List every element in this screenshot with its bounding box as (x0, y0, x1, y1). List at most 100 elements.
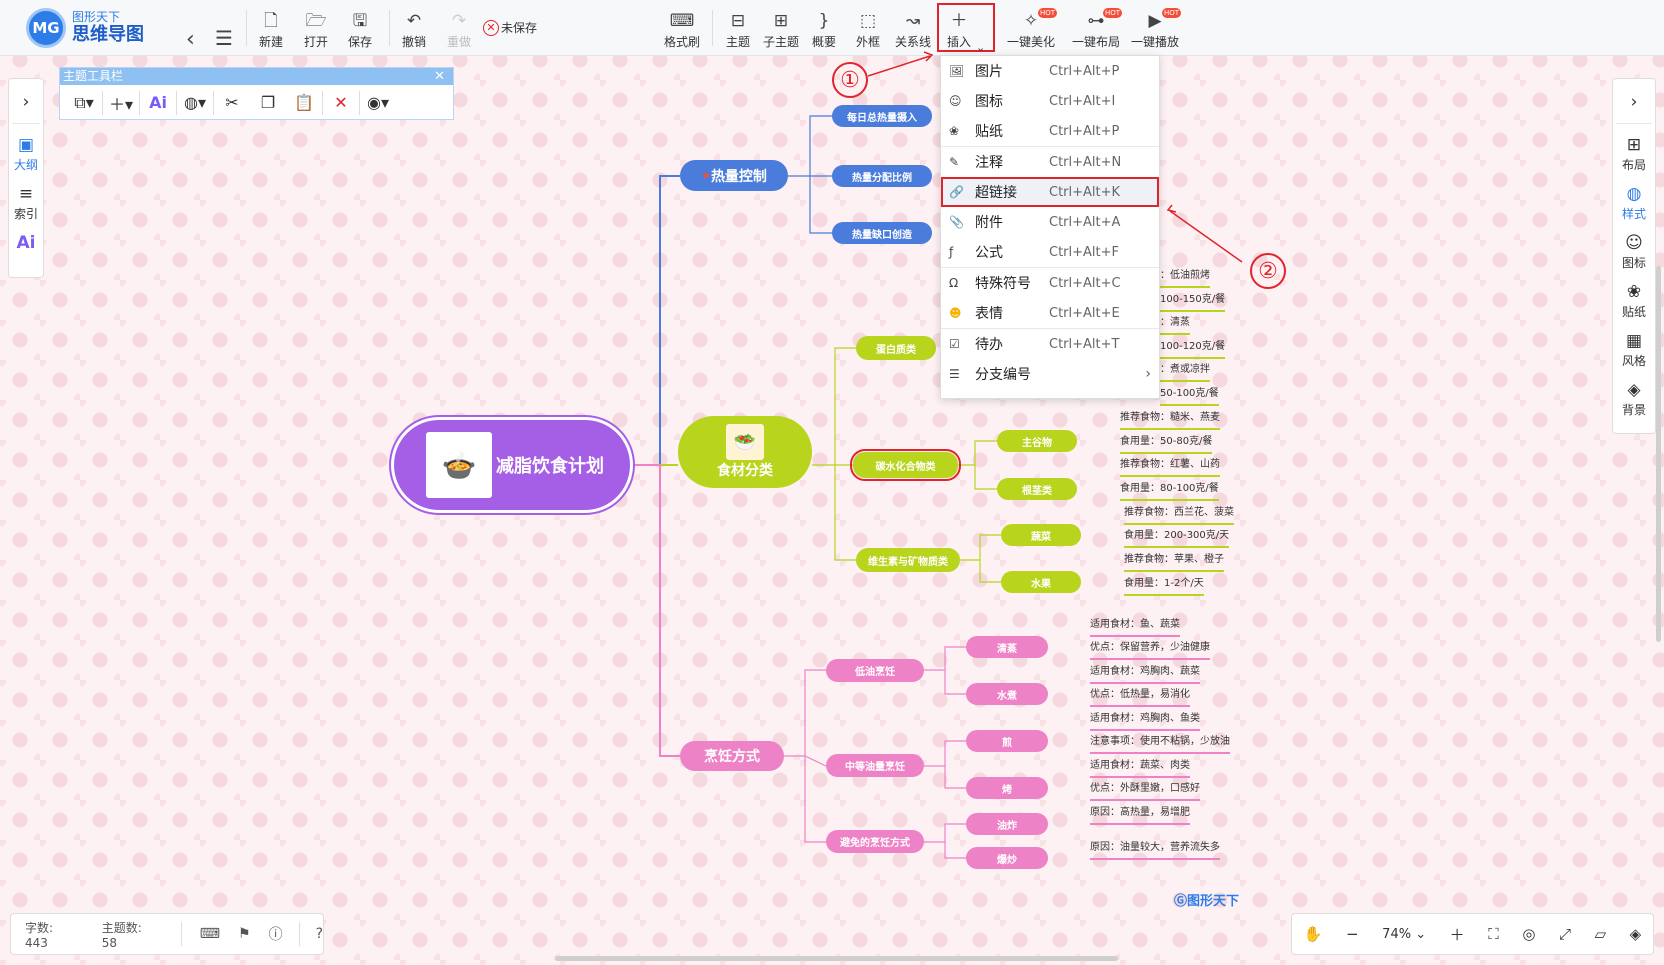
eye-icon[interactable]: ◉▾ (367, 93, 389, 112)
palette-tool-icon[interactable]: ◍▾ (184, 93, 206, 112)
topic-food-categories[interactable]: 🥗 食材分类 (678, 416, 812, 488)
redo-button[interactable]: ↷重做 (447, 11, 472, 49)
relation-button[interactable]: ↝关系线 (895, 11, 932, 49)
ai-tool-icon[interactable]: Ai (149, 93, 167, 112)
item-steam[interactable]: 清蒸 (966, 636, 1048, 658)
link-icon: 🔗 (949, 185, 964, 199)
sidebar-item-theme[interactable]: ▦风格 (1621, 331, 1646, 368)
sidebar-item-layout[interactable]: ⊞布局 (1621, 135, 1646, 172)
undo-button[interactable]: ↶撤销 (402, 11, 427, 49)
subtopic-calorie-1[interactable]: 热量分配比例 (832, 165, 932, 187)
layers-icon[interactable]: ◈ (1629, 925, 1642, 943)
delete-icon[interactable]: ✕ (334, 93, 348, 112)
item-bake[interactable]: 烤 (966, 777, 1048, 799)
star-icon: ★ (701, 169, 711, 182)
summary-button[interactable]: }概要 (812, 11, 837, 49)
subtopic-avoid[interactable]: 避免的烹饪方式 (826, 830, 924, 853)
item-staple-grain[interactable]: 主谷物 (997, 430, 1077, 452)
subtopic-carbs[interactable]: 碳水化合物类 (850, 449, 961, 481)
expand-left-icon[interactable]: › (22, 92, 30, 112)
back-icon[interactable]: ‹ (186, 27, 195, 52)
target-icon[interactable]: ◎ (1522, 925, 1536, 943)
item-stir-fry[interactable]: 爆炒 (966, 847, 1048, 869)
logo-small-text: 图形天下 (72, 9, 121, 24)
sidebar-item-ai[interactable]: Ai (9, 232, 43, 254)
info-icon[interactable]: ⓘ (268, 927, 283, 943)
close-circle-icon: ✕ (483, 19, 499, 36)
menu-icon[interactable]: ☰ (215, 26, 233, 50)
sidebar-item-sticker[interactable]: ❀贴纸 (1621, 282, 1646, 319)
item-tuber[interactable]: 根茎类 (997, 478, 1077, 500)
leaf-food: 50-100克/餐 (1160, 386, 1219, 406)
collapse-right-icon[interactable]: › (1630, 92, 1638, 112)
zoom-level[interactable]: 74% ⌄ (1382, 926, 1427, 942)
watermark-logo-icon: Ⓖ (1174, 894, 1188, 909)
play-icon: ▶ (1148, 11, 1162, 31)
topic-cooking[interactable]: 烹饪方式 (680, 741, 784, 771)
zoom-in-icon[interactable]: ＋ (1449, 925, 1465, 944)
copy-icon[interactable]: ❐ (260, 93, 276, 112)
item-pan-fry[interactable]: 煎 (966, 730, 1048, 752)
root-topic[interactable]: 🍲 减脂饮食计划 (391, 417, 633, 513)
subtopic-calorie-0[interactable]: 每日总热量摄入 (832, 105, 932, 127)
vertical-scrollbar[interactable] (1656, 266, 1661, 642)
keyboard-icon[interactable]: ⌨ (199, 926, 220, 942)
leaf-cooking: 优点：保留营养，少油健康 (1090, 640, 1210, 660)
topic-calorie-control[interactable]: ★热量控制 (680, 160, 788, 191)
format-brush-button[interactable]: ⌨格式刷 (664, 11, 701, 49)
subtopic-calorie-2[interactable]: 热量缺口创造 (832, 222, 932, 244)
sidebar-item-background[interactable]: ◈背景 (1621, 380, 1646, 417)
subtopic-vitamins[interactable]: 维生素与矿物质类 (856, 548, 960, 572)
subtopic-protein[interactable]: 蛋白质类 (856, 336, 936, 360)
sidebar-item-index[interactable]: ≡索引 (13, 184, 38, 221)
close-icon[interactable]: ✕ (434, 69, 445, 84)
item-vegetables[interactable]: 蔬菜 (1001, 524, 1081, 546)
sidebar-item-outline[interactable]: ▣大纲 (13, 135, 38, 172)
subtopic-button[interactable]: ⊞子主题 (763, 11, 800, 49)
save-button[interactable]: 🖫保存 (348, 11, 373, 49)
map-icon[interactable]: ▱ (1594, 925, 1607, 943)
leaf-cooking: 适用食材：鸡胸肉、蔬菜 (1090, 664, 1200, 684)
leaf-cooking: 优点：外酥里嫩，口感好 (1090, 781, 1200, 801)
chevron-down-icon[interactable]: ⌄ (976, 41, 986, 54)
copy-style-icon[interactable]: ⧉▾ (74, 92, 94, 112)
cut-icon[interactable]: ✂ (225, 93, 239, 112)
paste-icon[interactable]: 📋 (294, 93, 314, 112)
item-fruit[interactable]: 水果 (1001, 571, 1081, 593)
add-icon[interactable]: ＋▾ (108, 94, 134, 114)
new-button[interactable]: 🗋新建 (259, 11, 284, 49)
menu-item-branch-numbering[interactable]: ☰分支编号› (949, 366, 1151, 383)
help-icon[interactable]: ? (315, 926, 323, 942)
item-deep-fry[interactable]: 油炸 (966, 813, 1048, 835)
item-boil[interactable]: 水煮 (966, 683, 1048, 705)
flag-icon[interactable]: ⚑ (238, 926, 251, 942)
fit-screen-icon[interactable]: ⛶ (1488, 925, 1499, 943)
zoom-out-icon[interactable]: − (1346, 925, 1359, 943)
subtopic-low-oil[interactable]: 低油烹饪 (826, 659, 924, 682)
hand-icon[interactable]: ✋ (1303, 925, 1323, 943)
topic-button[interactable]: ⊟主题 (726, 11, 751, 49)
fullscreen-icon[interactable]: ⤢ (1558, 925, 1571, 943)
sidebar-item-style[interactable]: ◍样式 (1621, 184, 1646, 221)
leaf-cooking: 适用食材：蔬菜、肉类 (1090, 758, 1190, 778)
boundary-button[interactable]: ⬚外框 (856, 11, 881, 49)
sidebar-item-icon[interactable]: ☺图标 (1621, 233, 1646, 270)
horizontal-scrollbar[interactable] (555, 956, 1118, 961)
open-button[interactable]: 🗁打开 (304, 11, 329, 49)
subtopic-medium-oil[interactable]: 中等油量烹饪 (826, 754, 924, 777)
leaf-food: 100-120克/餐 (1160, 339, 1226, 359)
insert-button[interactable]: ＋插入 (947, 11, 972, 49)
